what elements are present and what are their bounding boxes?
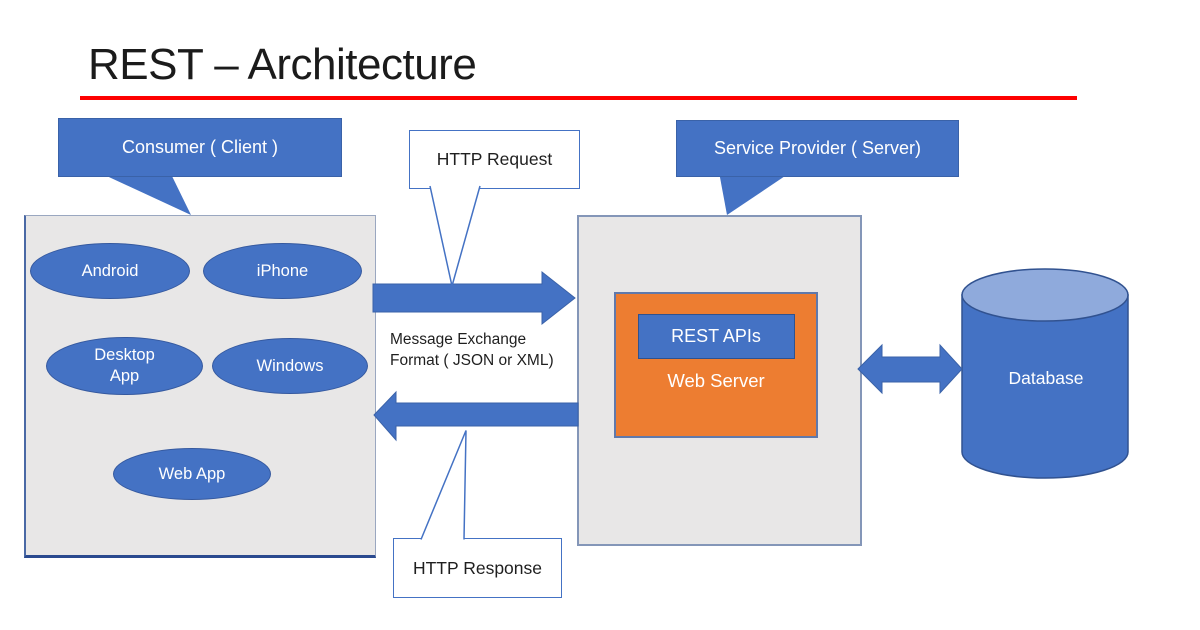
- http-response-arrow: [373, 390, 579, 442]
- consumer-callout-tail: [98, 172, 191, 215]
- http-request-arrow: [372, 270, 576, 326]
- consumer-callout: Consumer ( Client ): [58, 118, 342, 177]
- node-web-app: Web App: [113, 448, 271, 500]
- http-request-callout: HTTP Request: [409, 130, 580, 189]
- message-exchange-text: Message Exchange Format ( JSON or XML): [390, 329, 554, 371]
- http-response-callout-tail: [420, 430, 467, 540]
- message-exchange-line1: Message Exchange: [390, 331, 527, 348]
- provider-callout-tail: [719, 172, 791, 215]
- web-server-box: REST APIs Web Server: [614, 292, 818, 438]
- http-request-callout-tail: [429, 185, 481, 287]
- node-iphone-label: iPhone: [256, 261, 309, 280]
- provider-callout: Service Provider ( Server): [676, 120, 959, 177]
- web-server-label: Web Server: [667, 370, 765, 391]
- node-android: Android: [30, 243, 190, 299]
- consumer-callout-label: Consumer ( Client ): [121, 137, 279, 157]
- node-desktop-app-label: Desktop App: [94, 346, 155, 385]
- db-sync-double-arrow: [857, 343, 963, 395]
- rest-apis-box: REST APIs: [637, 314, 795, 359]
- http-response-callout: HTTP Response: [393, 538, 562, 598]
- database-cylinder-top: [961, 268, 1129, 322]
- node-web-app-label: Web App: [158, 464, 226, 483]
- message-exchange-line2: Format ( JSON or XML): [390, 352, 554, 369]
- page-title: REST – Architecture: [88, 40, 477, 89]
- node-windows: Windows: [212, 338, 368, 394]
- provider-callout-label: Service Provider ( Server): [713, 138, 922, 158]
- http-response-label: HTTP Response: [412, 557, 543, 578]
- node-android-label: Android: [81, 261, 139, 280]
- http-request-label: HTTP Request: [436, 149, 553, 169]
- node-iphone: iPhone: [203, 243, 362, 299]
- title-underline: [80, 96, 1077, 100]
- node-windows-label: Windows: [256, 356, 324, 375]
- node-desktop-app: Desktop App: [46, 337, 203, 395]
- database-label: Database: [1008, 368, 1084, 388]
- rest-apis-label: REST APIs: [671, 326, 761, 346]
